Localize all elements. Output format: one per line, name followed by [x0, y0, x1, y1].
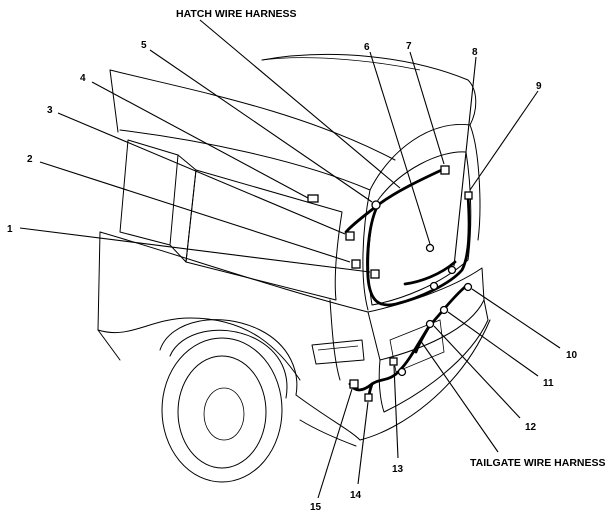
callout-5: 5 [141, 40, 147, 51]
leader-11 [447, 311, 539, 377]
connector-4 [307, 194, 319, 203]
callout-13: 13 [392, 464, 404, 475]
leader-lines [19, 19, 561, 499]
leader-8 [453, 56, 477, 267]
leader-13 [393, 365, 399, 459]
leader-12 [433, 325, 521, 419]
callout-6: 6 [364, 42, 370, 53]
callout-8: 8 [472, 47, 478, 58]
connector-aux-b [397, 367, 407, 377]
connector-6 [425, 243, 435, 253]
connector-3 [345, 231, 355, 241]
hatch-wire-harness-label: HATCH WIRE HARNESS [176, 8, 297, 20]
connector-12 [425, 319, 435, 329]
callout-10: 10 [566, 350, 578, 361]
callout-4: 4 [80, 73, 86, 84]
leader-2 [39, 161, 351, 263]
connector-15 [349, 379, 359, 389]
callout-15: 15 [310, 502, 322, 513]
connector-14 [364, 393, 373, 402]
leader-15 [317, 388, 353, 499]
leader-hatch-harness [199, 19, 401, 189]
connector-13 [389, 357, 398, 366]
leader-3 [57, 112, 346, 235]
connector-2 [351, 259, 361, 269]
connector-5 [371, 200, 381, 210]
connector-9 [464, 191, 473, 200]
vehicle-body [97, 54, 491, 483]
connectors [307, 165, 473, 402]
tailgate-wire-harness-label: TAILGATE WIRE HARNESS [470, 457, 606, 469]
leader-14 [357, 401, 369, 485]
text-labels: HATCH WIRE HARNESS TAILGATE WIRE HARNESS… [7, 8, 606, 513]
connector-7 [440, 165, 450, 175]
callout-3: 3 [47, 105, 53, 116]
leader-5 [149, 49, 373, 203]
connector-1 [370, 269, 380, 279]
callout-7: 7 [406, 41, 412, 52]
connector-11 [439, 305, 449, 315]
callout-14: 14 [350, 490, 362, 501]
leader-10 [471, 288, 561, 349]
callout-2: 2 [27, 154, 33, 165]
hatch-wire-harness [344, 166, 471, 307]
leader-9 [469, 90, 539, 191]
leader-4 [91, 81, 309, 199]
leader-1 [19, 227, 371, 273]
leader-tailgate-harness [419, 339, 499, 453]
tailgate-wire-harness [348, 284, 468, 402]
callout-11: 11 [543, 378, 554, 389]
leader-6 [369, 51, 431, 245]
connector-8 [447, 265, 457, 275]
callout-1: 1 [7, 224, 13, 235]
leader-7 [409, 51, 445, 165]
connector-10 [463, 282, 473, 292]
callout-9: 9 [536, 81, 542, 92]
callout-12: 12 [525, 422, 537, 433]
connector-aux-a [429, 281, 439, 291]
